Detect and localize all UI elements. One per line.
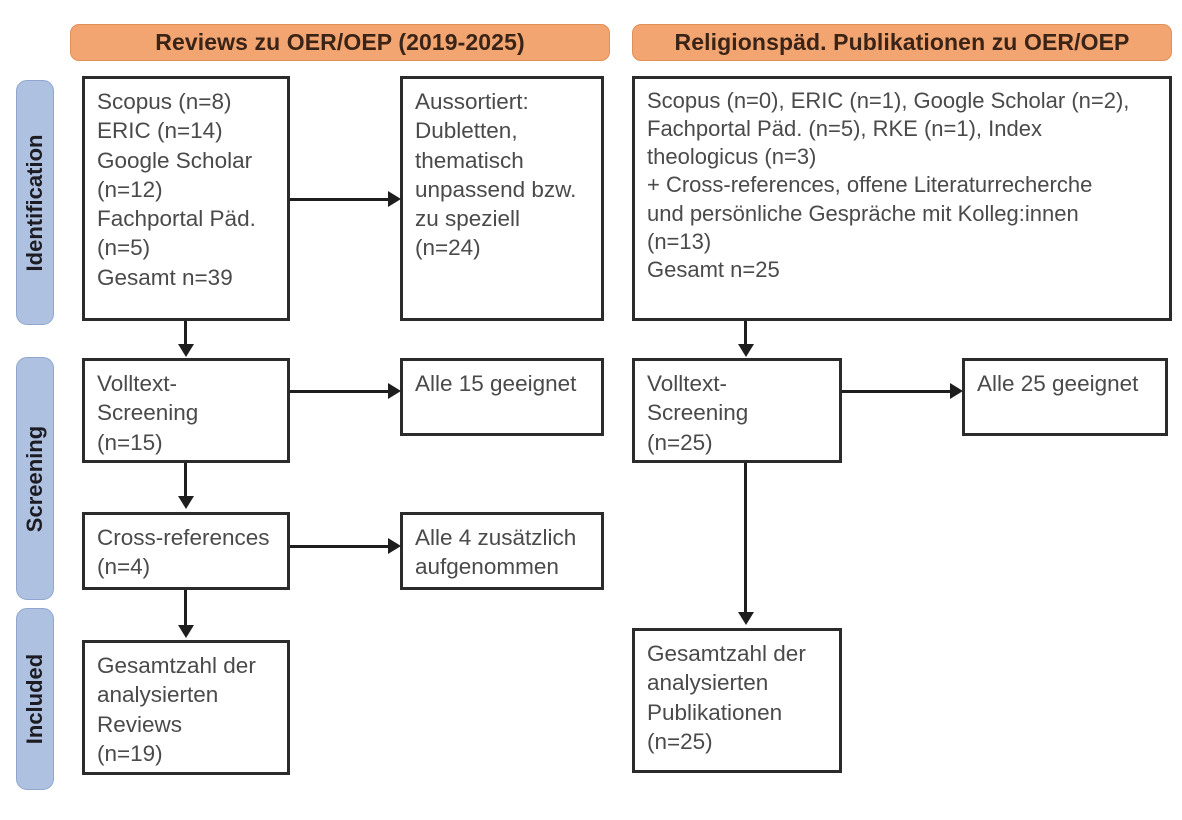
connector-reviews-sources-to-screening [184, 321, 187, 353]
box-reviews-screening-result: Alle 15 geeignet [400, 358, 604, 436]
arrowhead-reviews-screening-to-result [388, 383, 401, 399]
box-reviews-sources: Scopus (n=8) ERIC (n=14) Google Scholar … [82, 76, 290, 321]
box-religionspaed-sources: Scopus (n=0), ERIC (n=1), Google Scholar… [632, 76, 1172, 321]
arrowhead-reviews-sources-to-excluded [388, 191, 401, 207]
arrowhead-reviews-screening-to-crossrefs [178, 496, 194, 509]
connector-religionspaed-screening-to-included [744, 463, 747, 618]
box-reviews-crossrefs: Cross-references (n=4) [82, 512, 290, 590]
arrowhead-reviews-sources-to-screening [178, 344, 194, 357]
connector-religionspaed-sources-to-screening [744, 321, 747, 353]
stage-label-identification: Identification [22, 134, 47, 271]
box-reviews-crossrefs-result: Alle 4 zusätzlich aufgenommen [400, 512, 604, 590]
arrowhead-religionspaed-sources-to-screening [738, 344, 754, 357]
box-religionspaed-screening: Volltext- Screening (n=25) [632, 358, 842, 463]
connector-reviews-sources-to-excluded [290, 198, 390, 201]
arrowhead-religionspaed-screening-to-result [950, 383, 963, 399]
connector-reviews-crossrefs-to-result [290, 545, 390, 548]
stage-label-included: Included [22, 653, 47, 745]
stage-bar-identification: Identification [16, 80, 54, 325]
arrowhead-reviews-crossrefs-to-included [178, 625, 194, 638]
connector-religionspaed-screening-to-result [842, 390, 952, 393]
column-header-religionspaed: Religionspäd. Publikationen zu OER/OEP [632, 24, 1172, 61]
box-reviews-excluded: Aussortiert: Dubletten, thematisch unpas… [400, 76, 604, 321]
connector-reviews-screening-to-result [290, 390, 390, 393]
box-reviews-included: Gesamtzahl der analysierten Reviews (n=1… [82, 640, 290, 775]
box-religionspaed-screening-result: Alle 25 geeignet [962, 358, 1168, 436]
column-header-reviews: Reviews zu OER/OEP (2019-2025) [70, 24, 610, 61]
connector-reviews-screening-to-crossrefs [184, 463, 187, 503]
stage-bar-screening: Screening [16, 357, 54, 600]
connector-reviews-crossrefs-to-included [184, 590, 187, 632]
box-religionspaed-included: Gesamtzahl der analysierten Publikatione… [632, 628, 842, 773]
box-reviews-screening: Volltext- Screening (n=15) [82, 358, 290, 463]
stage-bar-included: Included [16, 608, 54, 790]
arrowhead-religionspaed-screening-to-included [738, 612, 754, 625]
stage-label-screening: Screening [22, 425, 47, 532]
arrowhead-reviews-crossrefs-to-result [388, 538, 401, 554]
